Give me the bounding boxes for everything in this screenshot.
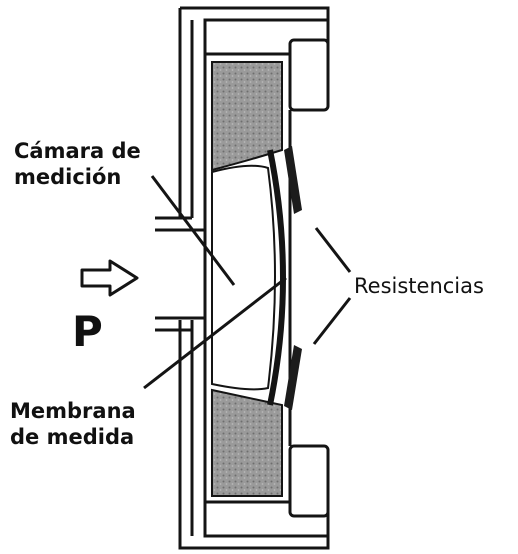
right-flange [288,38,330,518]
pressure-label: P [72,307,103,356]
chamber-label: Cámara de medición [14,138,141,191]
chamber-label-line2: medición [14,165,122,190]
measurement-chamber [211,164,276,391]
membrane-label-line2: de medida [10,425,135,450]
chamber-label-line1: Cámara de [14,139,141,163]
resistor-marks [284,146,302,410]
membrane-label: Membrana de medida [10,398,136,451]
membrane-label-line1: Membrana [10,399,136,423]
resistors-label: Resistencias [354,274,484,298]
membrane [267,149,286,406]
filler-blocks [211,61,283,497]
sensor-housing [178,6,330,550]
leader-lines [143,175,352,390]
inlet-port [155,216,205,332]
pressure-arrow-icon [80,259,139,297]
